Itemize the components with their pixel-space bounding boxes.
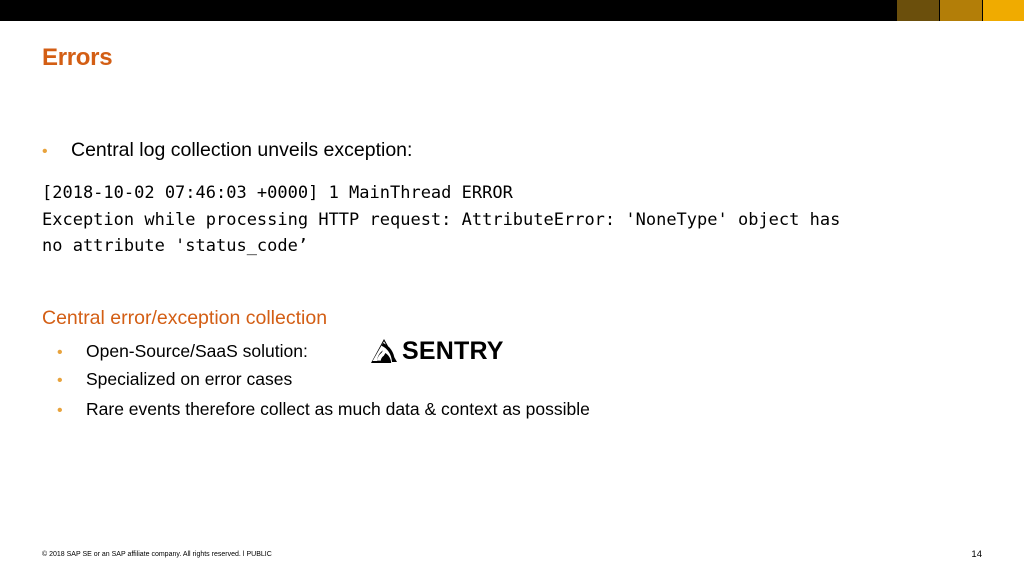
code-block: [2018-10-02 07:46:03 +0000] 1 MainThread…: [42, 180, 1002, 260]
bullet-icon: •: [42, 143, 48, 160]
section-heading: Central error/exception collection: [42, 307, 328, 329]
top-bar: [0, 0, 1024, 21]
bullet-text: Central log collection unveils exception…: [71, 139, 413, 161]
top-bar-block-light: [983, 0, 1024, 21]
bullet-item: • Central log collection unveils excepti…: [42, 139, 412, 162]
sub-bullet-text: Specialized on error cases: [86, 369, 293, 389]
sentry-logo: SENTRY: [369, 335, 504, 367]
top-bar-block-mid: [940, 0, 982, 21]
sub-bullet-item: • Rare events therefore collect as much …: [57, 399, 590, 420]
sub-bullet-item: • Specialized on error cases: [57, 369, 292, 390]
top-bar-block-dark: [897, 0, 939, 21]
sub-bullet-text: Rare events therefore collect as much da…: [86, 399, 590, 419]
page-number: 14: [971, 549, 982, 560]
code-line: [2018-10-02 07:46:03 +0000] 1 MainThread…: [42, 183, 513, 203]
sentry-wordmark: SENTRY: [402, 336, 504, 365]
sub-bullet-text: Open-Source/SaaS solution:: [86, 341, 308, 361]
code-line: no attribute 'status_code’: [42, 236, 309, 256]
bullet-icon: •: [57, 372, 63, 389]
slide-title: Errors: [42, 44, 113, 71]
sub-bullet-item: • Open-Source/SaaS solution:: [57, 341, 308, 362]
footer-copyright: © 2018 SAP SE or an SAP affiliate compan…: [42, 551, 272, 558]
bullet-icon: •: [57, 344, 63, 361]
code-line: Exception while processing HTTP request:…: [42, 209, 841, 230]
sentry-logo-icon: [371, 339, 397, 363]
bullet-icon: •: [57, 402, 63, 419]
